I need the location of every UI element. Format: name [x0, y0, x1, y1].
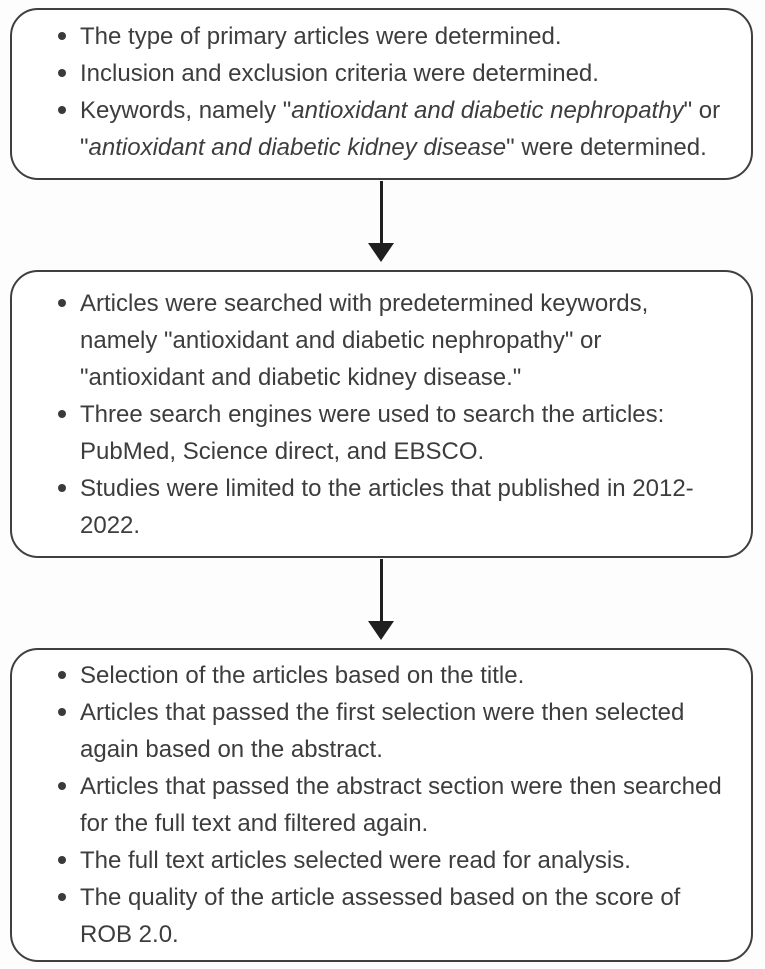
bullet-item: The quality of the article assessed base…: [54, 879, 737, 953]
down-arrow-connector-2: [368, 559, 394, 640]
bullet-text: " were determined.: [506, 134, 707, 161]
bullet-item: Articles were searched with predetermine…: [54, 285, 737, 396]
bullet-text: namely "antioxidant and diabetic nephrop…: [80, 327, 602, 354]
bullet-text: The type of primary articles were determ…: [80, 23, 562, 50]
bullet-list-step-3: Selection of the articles based on the t…: [12, 650, 751, 953]
bullet-text: " or: [683, 97, 721, 124]
arrow-head-icon: [368, 621, 394, 640]
bullet-text: The full text articles selected were rea…: [80, 847, 631, 874]
bullet-text: Studies were limited to the articles tha…: [80, 475, 694, 502]
bullet-item: Keywords, namely "antioxidant and diabet…: [54, 92, 737, 166]
keyword-phrase: antioxidant and diabetic nephropathy: [291, 97, 684, 124]
bullet-text: for the full text and filtered again.: [80, 810, 429, 837]
bullet-text: Articles that passed the abstract sectio…: [80, 773, 722, 800]
bullet-text: Articles were searched with predetermine…: [80, 290, 649, 317]
bullet-text: ": [80, 134, 89, 161]
bullet-list-step-2: Articles were searched with predetermine…: [12, 272, 751, 544]
bullet-item: Articles that passed the abstract sectio…: [54, 768, 737, 842]
bullet-item: The type of primary articles were determ…: [54, 18, 737, 55]
bullet-text: 2022.: [80, 512, 141, 539]
bullet-text: The quality of the article assessed base…: [80, 884, 681, 911]
bullet-text: Selection of the articles based on the t…: [80, 662, 525, 689]
process-box-step-1: The type of primary articles were determ…: [10, 8, 753, 180]
bullet-item: Three search engines were used to search…: [54, 396, 737, 470]
bullet-item: The full text articles selected were rea…: [54, 842, 737, 879]
keyword-phrase: antioxidant and diabetic kidney disease: [88, 134, 507, 161]
arrow-shaft: [379, 559, 383, 621]
bullet-text: "antioxidant and diabetic kidney disease…: [80, 364, 522, 391]
bullet-text: Articles that passed the first selection…: [80, 699, 685, 726]
process-box-step-3: Selection of the articles based on the t…: [10, 648, 753, 962]
bullet-text: Inclusion and exclusion criteria were de…: [80, 60, 599, 87]
down-arrow-connector-1: [368, 181, 394, 262]
bullet-text: ROB 2.0.: [80, 921, 179, 948]
bullet-item: Selection of the articles based on the t…: [54, 657, 737, 694]
bullet-list-step-1: The type of primary articles were determ…: [12, 10, 751, 166]
bullet-item: Articles that passed the first selection…: [54, 694, 737, 768]
arrow-head-icon: [368, 243, 394, 262]
bullet-text: PubMed, Science direct, and EBSCO.: [80, 438, 485, 465]
bullet-text: Keywords, namely ": [80, 97, 292, 124]
process-box-step-2: Articles were searched with predetermine…: [10, 270, 753, 558]
arrow-shaft: [379, 181, 383, 243]
bullet-text: Three search engines were used to search…: [80, 401, 665, 428]
bullet-text: again based on the abstract.: [80, 736, 383, 763]
bullet-item: Inclusion and exclusion criteria were de…: [54, 55, 737, 92]
bullet-item: Studies were limited to the articles tha…: [54, 470, 737, 544]
